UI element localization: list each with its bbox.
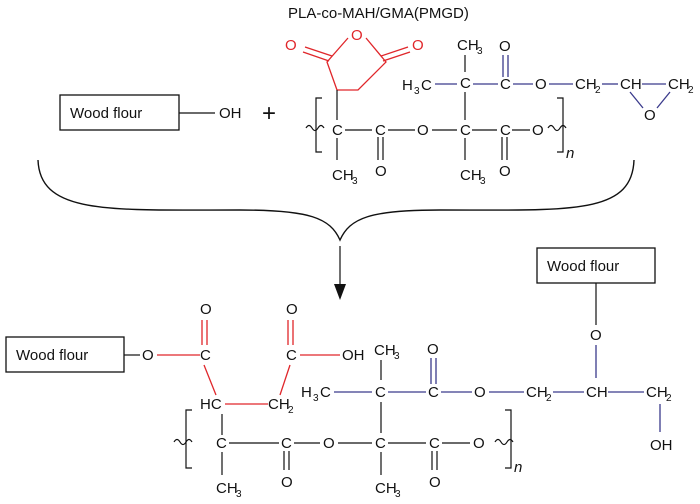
pmgd-structure: O O O n C C O C C O O O CH3 CH3 <box>285 27 694 187</box>
svg-text:O: O <box>285 37 297 54</box>
svg-text:O: O <box>429 474 441 491</box>
repeat-bracket-right-bottom <box>505 409 512 469</box>
repeat-bracket-right <box>557 97 564 153</box>
svg-text:C: C <box>332 122 343 139</box>
product-structure: Wood flour O Wood flour O C O HC CH2 C O… <box>5 247 673 500</box>
wavy-end-left-bottom <box>173 438 193 446</box>
svg-text:O: O <box>474 384 486 401</box>
combining-brace <box>37 159 635 242</box>
svg-text:O: O <box>375 163 387 180</box>
repeat-bracket-left <box>315 97 322 153</box>
plus-sign: + <box>262 100 276 127</box>
svg-text:CH: CH <box>668 76 690 93</box>
wood-flour-label-grafted-left: Wood flour <box>16 347 88 364</box>
reaction-arrow-head <box>334 284 346 300</box>
svg-text:O: O <box>535 76 547 93</box>
svg-text:2: 2 <box>666 393 672 404</box>
hydroxyl-label: OH <box>219 105 242 122</box>
svg-text:O: O <box>142 347 154 364</box>
svg-text:C: C <box>429 435 440 452</box>
svg-text:CH: CH <box>586 384 608 401</box>
svg-text:C: C <box>216 435 227 452</box>
svg-text:C: C <box>428 384 439 401</box>
svg-text:3: 3 <box>352 176 358 187</box>
svg-text:H: H <box>301 384 312 401</box>
svg-text:C: C <box>460 75 471 92</box>
svg-text:C: C <box>375 384 386 401</box>
svg-text:O: O <box>351 27 363 44</box>
svg-text:C: C <box>460 122 471 139</box>
svg-text:O: O <box>532 122 544 139</box>
svg-text:O: O <box>499 38 511 55</box>
svg-text:CH: CH <box>332 167 354 184</box>
svg-text:O: O <box>286 301 298 318</box>
wood-flour-box-grafted-top <box>536 247 656 284</box>
svg-text:3: 3 <box>394 351 400 362</box>
svg-text:O: O <box>499 163 511 180</box>
svg-text:C: C <box>200 347 211 364</box>
svg-text:O: O <box>412 37 424 54</box>
svg-text:OH: OH <box>650 437 673 454</box>
svg-text:CH: CH <box>457 37 479 54</box>
svg-text:O: O <box>473 435 485 452</box>
svg-text:CH: CH <box>575 76 597 93</box>
svg-text:O: O <box>200 301 212 318</box>
wood-flour-box-top <box>59 94 180 131</box>
anhydride-ring <box>326 37 387 91</box>
svg-text:C: C <box>281 435 292 452</box>
wood-flour-box-grafted-left <box>5 336 125 373</box>
svg-text:HC: HC <box>200 396 222 413</box>
svg-text:3: 3 <box>477 46 483 57</box>
svg-text:C: C <box>500 122 511 139</box>
svg-text:3: 3 <box>313 393 319 404</box>
svg-text:CH: CH <box>268 396 290 413</box>
svg-text:C: C <box>500 76 511 93</box>
svg-text:3: 3 <box>414 86 420 97</box>
svg-text:3: 3 <box>480 176 486 187</box>
svg-text:CH: CH <box>460 167 482 184</box>
wood-flour-label-top: Wood flour <box>70 105 142 122</box>
svg-text:H: H <box>402 77 413 94</box>
svg-text:CH: CH <box>646 384 668 401</box>
svg-text:O: O <box>644 107 656 124</box>
svg-text:3: 3 <box>395 489 401 500</box>
repeat-bracket-left-bottom <box>185 409 192 469</box>
svg-text:CH: CH <box>620 76 642 93</box>
svg-text:CH: CH <box>374 342 396 359</box>
svg-text:C: C <box>375 122 386 139</box>
svg-text:3: 3 <box>236 489 242 500</box>
svg-text:C: C <box>421 77 432 94</box>
wood-flour-reactant: Wood flour OH <box>59 94 242 131</box>
svg-text:CH: CH <box>526 384 548 401</box>
svg-text:O: O <box>281 474 293 491</box>
svg-text:C: C <box>286 347 297 364</box>
svg-text:C: C <box>320 384 331 401</box>
repeat-n-top: n <box>566 145 574 162</box>
svg-text:2: 2 <box>688 85 694 96</box>
svg-text:O: O <box>427 341 439 358</box>
copolymer-title: PLA-co-MAH/GMA(PMGD) <box>288 5 469 22</box>
svg-text:2: 2 <box>546 393 552 404</box>
wavy-end-left-top <box>305 124 325 132</box>
svg-text:O: O <box>417 122 429 139</box>
svg-text:OH: OH <box>342 347 365 364</box>
svg-text:O: O <box>590 327 602 344</box>
wood-flour-label-grafted-top: Wood flour <box>547 258 619 275</box>
svg-text:2: 2 <box>595 85 601 96</box>
svg-text:O: O <box>323 435 335 452</box>
svg-text:CH: CH <box>375 480 397 497</box>
svg-text:C: C <box>375 435 386 452</box>
repeat-n-bottom: n <box>514 459 522 476</box>
wavy-end-right-bottom <box>494 438 514 446</box>
svg-text:CH: CH <box>216 480 238 497</box>
svg-text:2: 2 <box>288 405 294 416</box>
wavy-end-right-top <box>547 124 567 132</box>
